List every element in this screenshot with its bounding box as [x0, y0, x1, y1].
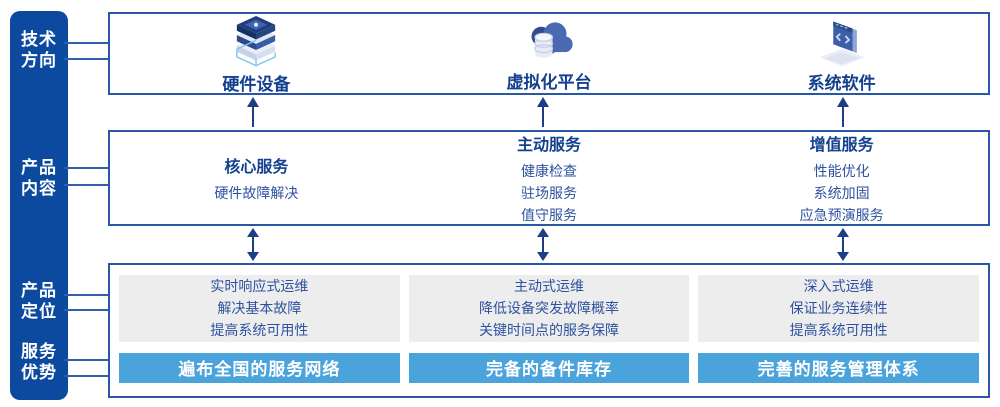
tech-direction-panel: 硬件设备: [108, 12, 990, 95]
double-arrow: [247, 228, 259, 261]
rail-label-product-positioning: 产品 定位: [21, 281, 57, 321]
positioning-panel: 实时响应式运维 解决基本故障 提高系统可用性 遍布全国的服务网络 主动式运维 降…: [108, 263, 990, 398]
category-rail: [10, 11, 68, 400]
rail-label-tech-direction: 技术 方向: [21, 30, 57, 70]
tech-label: 虚拟化平台: [506, 73, 592, 92]
double-arrow: [537, 228, 549, 261]
product-content-panel: 核心服务 硬件故障解决 主动服务 健康检查 驻场服务 值守服务 增值服务 性能优…: [108, 130, 990, 226]
tech-label: 系统软件: [807, 74, 876, 93]
positioning-card: 深入式运维 保证业务连续性 提高系统可用性: [698, 275, 980, 342]
positioning-column-deep: 深入式运维 保证业务连续性 提高系统可用性 完善的服务管理体系: [698, 275, 980, 383]
up-arrow: [837, 97, 849, 127]
positioning-line: 主动式运维: [514, 278, 584, 295]
positioning-line: 保证业务连续性: [789, 300, 888, 317]
connector-line: [64, 294, 110, 296]
tech-item-software: 系统软件: [695, 14, 988, 93]
service-item: 系统加固: [813, 184, 870, 201]
service-item: 值守服务: [521, 206, 577, 223]
connector-line: [64, 58, 110, 60]
advantage-bar: 完善的服务管理体系: [698, 352, 980, 383]
double-arrow: [837, 228, 849, 261]
service-column-core: 核心服务 硬件故障解决: [110, 132, 403, 224]
tech-item-hardware: 硬件设备: [110, 14, 403, 94]
cloud-database-icon: [521, 17, 577, 67]
advantage-bar: 遍布全国的服务网络: [119, 352, 400, 383]
positioning-card: 主动式运维 降低设备突发故障概率 关键时间点的服务保障: [408, 275, 690, 342]
service-item: 驻场服务: [521, 184, 577, 201]
tech-label: 硬件设备: [222, 75, 291, 94]
connector-line: [64, 42, 110, 44]
server-stack-icon: [224, 16, 288, 69]
connector-line: [64, 184, 110, 186]
connector-line: [64, 359, 110, 361]
service-item: 硬件故障解决: [214, 184, 299, 201]
positioning-card: 实时响应式运维 解决基本故障 提高系统可用性: [119, 275, 400, 342]
rail-label-service-advantage: 服务 优势: [21, 342, 57, 382]
connector-line: [64, 375, 110, 377]
rail-label-product-content: 产品 内容: [21, 158, 57, 198]
up-arrow: [247, 97, 259, 127]
advantage-bar: 完备的备件库存: [408, 352, 690, 383]
service-item: 应急预演服务: [799, 206, 884, 223]
service-item: 性能优化: [813, 162, 870, 179]
service-title: 主动服务: [517, 136, 582, 154]
positioning-column-realtime: 实时响应式运维 解决基本故障 提高系统可用性 遍布全国的服务网络: [119, 275, 400, 383]
positioning-line: 提高系统可用性: [210, 322, 309, 339]
positioning-line: 关键时间点的服务保障: [479, 322, 619, 339]
positioning-column-proactive: 主动式运维 降低设备突发故障概率 关键时间点的服务保障 完备的备件库存: [408, 275, 690, 383]
positioning-line: 解决基本故障: [217, 300, 302, 317]
connector-line: [64, 167, 110, 169]
up-arrow: [537, 97, 549, 127]
connector-line: [64, 309, 110, 311]
positioning-line: 深入式运维: [803, 278, 874, 295]
positioning-line: 降低设备突发故障概率: [479, 300, 619, 317]
positioning-line: 提高系统可用性: [789, 322, 888, 339]
tech-item-virtualization: 虚拟化平台: [403, 14, 696, 93]
service-column-value-added: 增值服务 性能优化 系统加固 应急预演服务: [695, 132, 988, 224]
service-column-proactive: 主动服务 健康检查 驻场服务 值守服务: [403, 132, 696, 224]
service-title: 核心服务: [224, 158, 289, 176]
positioning-line: 实时响应式运维: [210, 278, 309, 295]
code-window-icon: [814, 17, 870, 68]
service-item: 健康检查: [521, 162, 577, 179]
service-title: 增值服务: [809, 136, 874, 154]
